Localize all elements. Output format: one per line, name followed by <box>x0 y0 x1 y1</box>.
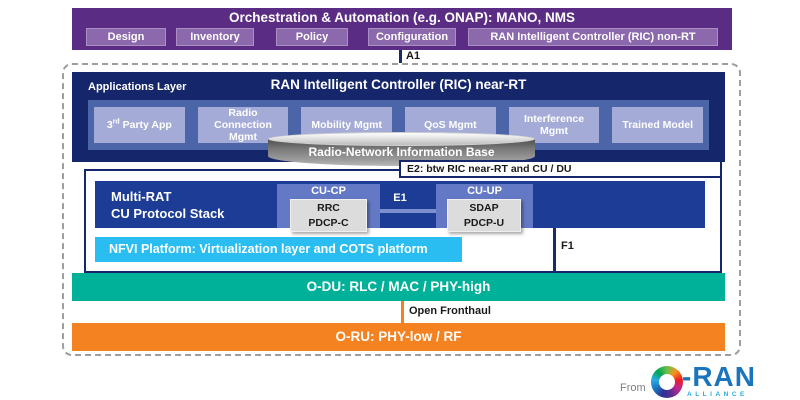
e1-connector-line <box>380 209 436 213</box>
oran-logo-ring-icon <box>651 366 683 398</box>
a1-connector-line <box>399 50 402 63</box>
rnib-cylinder-top <box>268 132 535 146</box>
oran-dashed-boundary <box>62 63 741 356</box>
app-3rd-party-rest: Party App <box>119 119 172 131</box>
cu-cp-protocols-box: RRC PDCP-C <box>290 199 367 232</box>
orchestration-item-configuration: Configuration <box>368 28 456 46</box>
orchestration-box: Orchestration & Automation (e.g. ONAP): … <box>72 8 732 50</box>
open-fronthaul-connector-line <box>401 301 404 323</box>
nfvi-platform-box: NFVI Platform: Virtualization layer and … <box>95 237 462 262</box>
cu-cp-header: CU-CP <box>311 185 346 197</box>
oran-logo-text: -RAN <box>682 361 756 392</box>
orchestration-title: Orchestration & Automation (e.g. ONAP): … <box>228 10 575 25</box>
rnib-label: Radio-Network Information Base <box>308 145 495 159</box>
app-box-3rd-party: 3rd Party App <box>94 107 185 143</box>
orchestration-item-inventory: Inventory <box>176 28 254 46</box>
rnib-cylinder: Radio-Network Information Base <box>268 132 535 166</box>
app-3rd-party-sup: rd <box>112 118 120 126</box>
open-fronthaul-label: Open Fronthaul <box>409 305 491 317</box>
app-box-trained-model: Trained Model <box>612 107 704 143</box>
cu-up-protocols-box: SDAP PDCP-U <box>447 199 521 232</box>
cu-cp-pdcp-c-label: PDCP-C <box>308 217 349 229</box>
multi-rat-title-line2: CU Protocol Stack <box>111 206 225 221</box>
o-du-box: O-DU: RLC / MAC / PHY-high <box>72 273 725 301</box>
app-box-interference-mgmt: Interference Mgmt <box>508 107 600 143</box>
multi-rat-title-line1: Multi-RAT <box>111 189 172 204</box>
a1-label: A1 <box>406 50 421 62</box>
multi-rat-title: Multi-RAT CU Protocol Stack <box>111 188 224 222</box>
cu-up-sdap-label: SDAP <box>469 202 499 214</box>
multi-rat-cu-box: Multi-RAT CU Protocol Stack <box>95 181 705 228</box>
from-label: From <box>620 382 646 394</box>
e2-interface-label: E2: btw RIC near-RT and CU / DU <box>399 160 722 178</box>
applications-layer-label: Applications Layer <box>88 81 187 93</box>
e1-label: E1 <box>393 192 407 204</box>
applications-panel: 3rd Party App Radio Connection Mgmt Mobi… <box>88 100 709 150</box>
cu-up-pdcp-u-label: PDCP-U <box>463 217 505 229</box>
cu-cp-rrc-label: RRC <box>317 202 340 214</box>
f1-label: F1 <box>561 240 574 252</box>
cu-up-header: CU-UP <box>467 185 502 197</box>
o-ru-box: O-RU: PHY-low / RF <box>72 323 725 351</box>
orchestration-item-ric-non-rt: RAN Intelligent Controller (RIC) non-RT <box>468 28 718 46</box>
orchestration-item-design: Design <box>86 28 166 46</box>
oran-logo-alliance-text: ALLIANCE <box>687 391 748 398</box>
app-3rd-party-base: 3 <box>106 119 113 131</box>
f1-connector-line <box>553 228 556 273</box>
orchestration-item-policy: Policy <box>276 28 348 46</box>
ric-near-rt-title: RAN Intelligent Controller (RIC) near-RT <box>270 77 527 92</box>
